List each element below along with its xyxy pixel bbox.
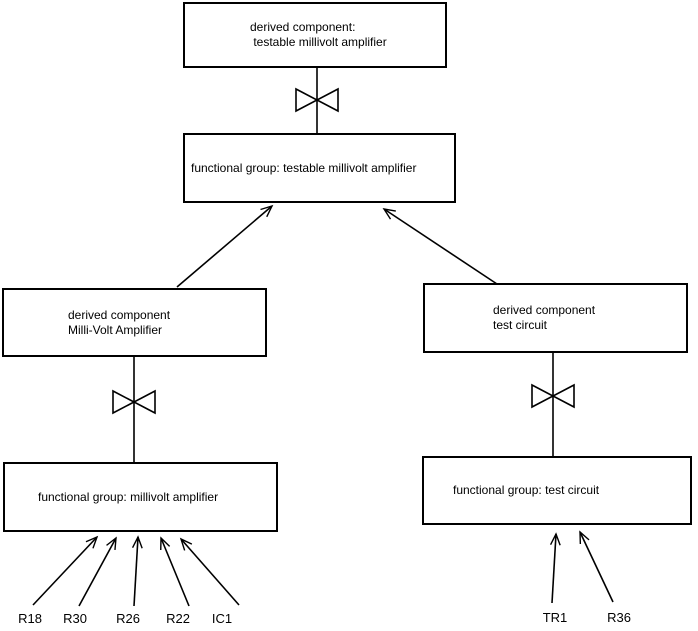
node-derived-millivolt-amplifier: derived component Milli-Volt Amplifier [2,288,267,357]
decomposition-bowtie-icon [531,383,575,409]
node-label: derived component test circuit [493,303,596,332]
node-fg-millivolt-amplifier: functional group: millivolt amplifier [3,462,278,532]
node-label: derived component: testable millivolt am… [250,20,387,49]
arrow-derived-testcircuit-to-fg-testable [382,208,501,287]
node-fg-testable-amplifier: functional group: testable millivolt amp… [183,133,456,203]
node-fg-test-circuit: functional group: test circuit [422,456,692,525]
arrow-derived-millivolt-to-fg-testable [176,204,274,288]
component-label-tr1: TR1 [542,610,568,625]
decomposition-bowtie-icon [112,389,156,415]
node-label: functional group: testable millivolt amp… [191,160,417,175]
component-label-r26: R26 [116,611,140,626]
arrow-ic1-to-fg-millivolt [179,537,240,606]
decomposition-bowtie-icon [295,87,339,113]
component-label-r36: R36 [607,610,631,625]
arrow-r22-to-fg-millivolt [160,536,190,607]
node-derived-testable-amplifier: derived component: testable millivolt am… [183,2,447,68]
node-derived-test-circuit: derived component test circuit [423,283,688,353]
node-label: functional group: millivolt amplifier [38,489,219,504]
arrow-r30-to-fg-millivolt [78,536,117,607]
component-label-r30: R30 [63,611,87,626]
arrow-tr1-to-fg-testcircuit [549,532,561,604]
arrow-r26-to-fg-millivolt [131,535,143,607]
node-label: derived component Milli-Volt Amplifier [68,307,171,337]
arrow-r18-to-fg-millivolt [32,535,99,606]
component-label-r22: R22 [166,611,190,626]
component-label-r18: R18 [18,611,42,626]
component-label-ic1: IC1 [211,611,233,626]
arrow-r36-to-fg-testcircuit [579,530,614,603]
node-label: functional group: test circuit [453,483,600,497]
